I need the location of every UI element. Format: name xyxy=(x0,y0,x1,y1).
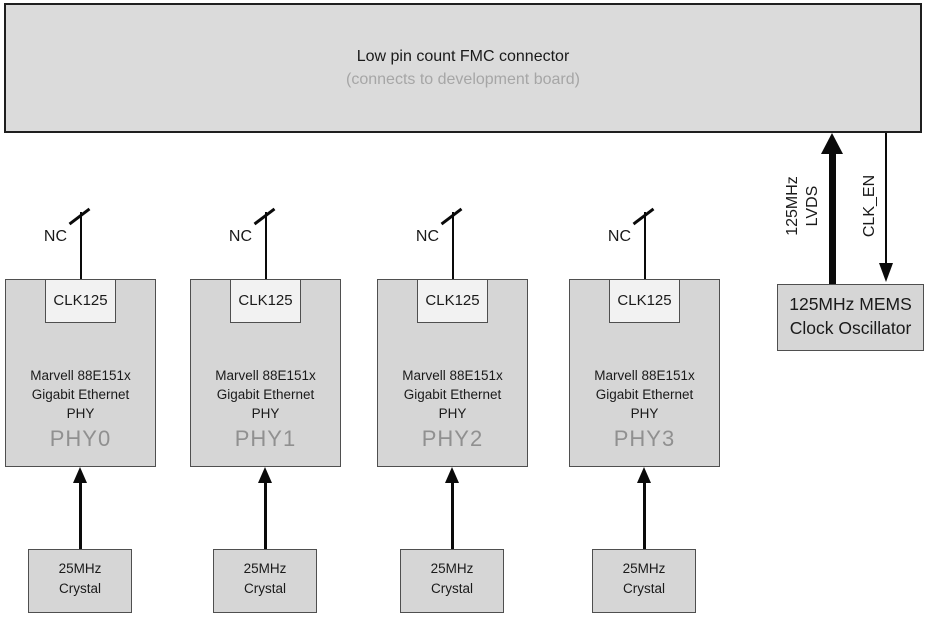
nc-wire xyxy=(264,212,267,280)
phy-chip-line: PHY xyxy=(66,406,95,421)
clk125-pin: CLK125 xyxy=(230,279,301,323)
phy-chip-line: PHY xyxy=(438,406,467,421)
crystal-label: Crystal xyxy=(243,581,286,596)
phy-name: PHY2 xyxy=(421,426,484,451)
crystal-box: 25MHz Crystal xyxy=(213,549,317,613)
phy-column-1: NC CLK125 Marvell 88E151x Gigabit Ethern… xyxy=(190,0,341,617)
phy-chip-line: Marvell 88E151x xyxy=(594,368,695,383)
arrow-up-icon xyxy=(637,467,651,483)
crystal-freq: 25MHz xyxy=(243,561,287,576)
phy-chip-line: Marvell 88E151x xyxy=(402,368,503,383)
clock-oscillator-box: 125MHz MEMS Clock Oscillator xyxy=(777,284,924,351)
crystal-wire xyxy=(643,480,646,549)
phy-chip-line: Marvell 88E151x xyxy=(215,368,316,383)
phy-column-2: NC CLK125 Marvell 88E151x Gigabit Ethern… xyxy=(377,0,528,617)
nc-wire xyxy=(643,212,646,280)
crystal-box: 25MHz Crystal xyxy=(400,549,504,613)
phy-column-3: NC CLK125 Marvell 88E151x Gigabit Ethern… xyxy=(569,0,720,617)
clk125-pin: CLK125 xyxy=(609,279,680,323)
crystal-wire xyxy=(451,480,454,549)
lvds-signal-type: LVDS xyxy=(804,185,821,227)
nc-wire xyxy=(79,212,82,280)
crystal-freq: 25MHz xyxy=(430,561,474,576)
phy-chip-line: Gigabit Ethernet xyxy=(216,387,315,402)
clk-en-signal-label: CLK_EN xyxy=(861,174,878,238)
oscillator-line1: 125MHz MEMS xyxy=(789,294,912,314)
fmc-connector-box: Low pin count FMC connector (connects to… xyxy=(4,3,922,133)
phy-name: PHY3 xyxy=(613,426,676,451)
crystal-label: Crystal xyxy=(58,581,101,596)
nc-label: NC xyxy=(607,228,631,245)
lvds-signal-label: 125MHz LVDS xyxy=(783,151,823,261)
phy-name: PHY1 xyxy=(234,426,297,451)
clk-en-wire xyxy=(885,133,887,265)
phy-chip-line: Marvell 88E151x xyxy=(30,368,131,383)
crystal-box: 25MHz Crystal xyxy=(592,549,696,613)
crystal-wire xyxy=(79,480,82,549)
clk125-pin: CLK125 xyxy=(417,279,488,323)
lvds-arrow-shaft xyxy=(828,150,836,284)
crystal-freq: 25MHz xyxy=(58,561,102,576)
nc-wire xyxy=(451,212,454,280)
oscillator-line2: Clock Oscillator xyxy=(789,318,912,338)
phy-text: Marvell 88E151x Gigabit Ethernet PHY PHY… xyxy=(5,366,156,452)
arrow-up-icon xyxy=(73,467,87,483)
phy-chip-line: Gigabit Ethernet xyxy=(403,387,502,402)
phy-chip-line: Gigabit Ethernet xyxy=(595,387,694,402)
clk125-pin: CLK125 xyxy=(45,279,116,323)
nc-label: NC xyxy=(415,228,439,245)
phy-chip-line: Gigabit Ethernet xyxy=(31,387,130,402)
clk-en-arrow-down-icon xyxy=(879,263,893,282)
phy-text: Marvell 88E151x Gigabit Ethernet PHY PHY… xyxy=(190,366,341,452)
phy-chip-line: PHY xyxy=(630,406,659,421)
nc-label: NC xyxy=(228,228,252,245)
phy-name: PHY0 xyxy=(49,426,112,451)
crystal-label: Crystal xyxy=(430,581,473,596)
crystal-freq: 25MHz xyxy=(622,561,666,576)
lvds-arrow-up-icon xyxy=(821,133,843,154)
phy-chip-line: PHY xyxy=(251,406,280,421)
crystal-label: Crystal xyxy=(622,581,665,596)
crystal-wire xyxy=(264,480,267,549)
arrow-up-icon xyxy=(258,467,272,483)
fmc-connector-subtitle: (connects to development board) xyxy=(346,71,580,88)
crystal-box: 25MHz Crystal xyxy=(28,549,132,613)
lvds-signal-freq: 125MHz xyxy=(784,176,801,236)
phy-column-0: NC CLK125 Marvell 88E151x Gigabit Ethern… xyxy=(5,0,156,617)
arrow-up-icon xyxy=(445,467,459,483)
phy-text: Marvell 88E151x Gigabit Ethernet PHY PHY… xyxy=(377,366,528,452)
nc-label: NC xyxy=(43,228,67,245)
phy-text: Marvell 88E151x Gigabit Ethernet PHY PHY… xyxy=(569,366,720,452)
fmc-connector-title: Low pin count FMC connector xyxy=(356,48,570,65)
